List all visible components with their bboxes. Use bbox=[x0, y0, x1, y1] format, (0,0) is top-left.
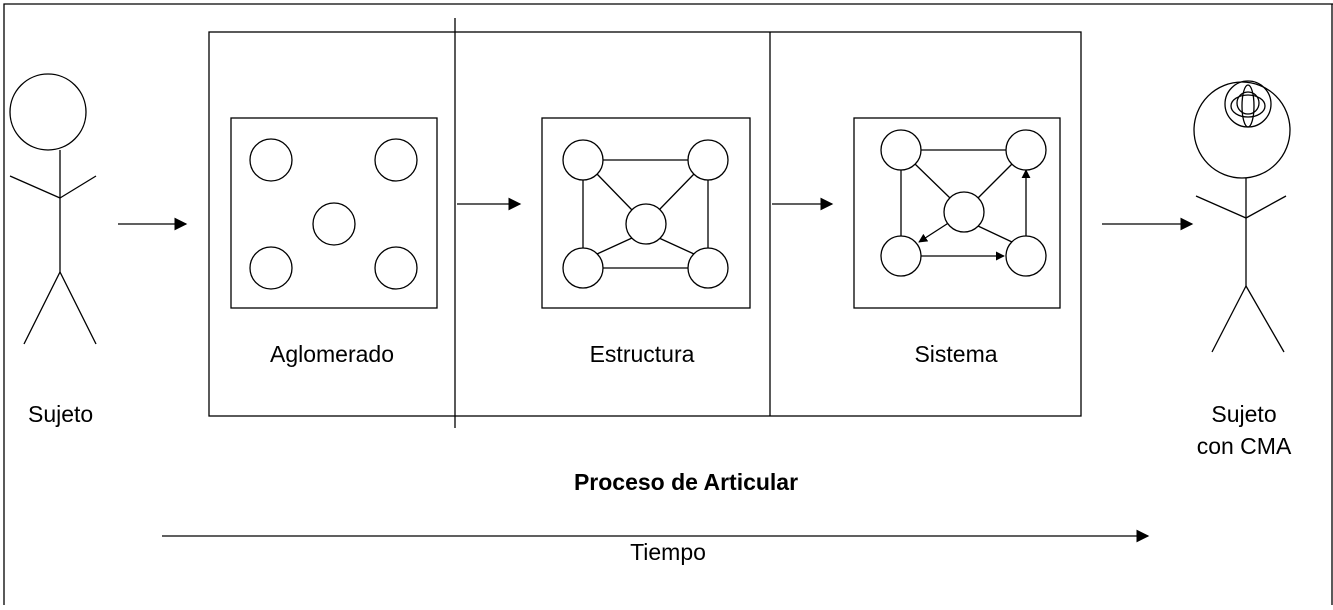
stage-sistema-box bbox=[853, 117, 1061, 309]
stage-aglomerado-label: Aglomerado bbox=[269, 341, 395, 367]
node bbox=[880, 235, 922, 277]
subject-left-head bbox=[9, 73, 87, 151]
node bbox=[687, 247, 729, 289]
node bbox=[562, 139, 604, 181]
node bbox=[1005, 129, 1047, 171]
node bbox=[249, 246, 293, 290]
node bbox=[374, 138, 418, 182]
time-label: Tiempo bbox=[630, 539, 706, 565]
cma-icon bbox=[1224, 80, 1272, 128]
outer-frame bbox=[3, 3, 1333, 605]
node bbox=[687, 139, 729, 181]
stage-estructura-box bbox=[541, 117, 751, 309]
subject-right-label-line1: Sujeto bbox=[1211, 401, 1277, 427]
subject-right-label-line2: con CMA bbox=[1196, 433, 1292, 459]
subject-right-figure bbox=[1193, 80, 1291, 353]
subject-left-figure bbox=[9, 73, 97, 345]
node bbox=[943, 191, 985, 233]
node bbox=[625, 203, 667, 245]
node bbox=[1005, 235, 1047, 277]
node bbox=[562, 247, 604, 289]
node bbox=[880, 129, 922, 171]
stage-sistema-label: Sistema bbox=[914, 341, 998, 367]
stage-estructura-label: Estructura bbox=[589, 341, 695, 367]
subject-left-label: Sujeto bbox=[28, 401, 94, 427]
process-label: Proceso de Articular bbox=[573, 469, 799, 495]
stages-panel bbox=[208, 31, 1082, 417]
stage-aglomerado-box bbox=[230, 117, 438, 309]
node bbox=[249, 138, 293, 182]
node bbox=[312, 202, 356, 246]
node bbox=[374, 246, 418, 290]
